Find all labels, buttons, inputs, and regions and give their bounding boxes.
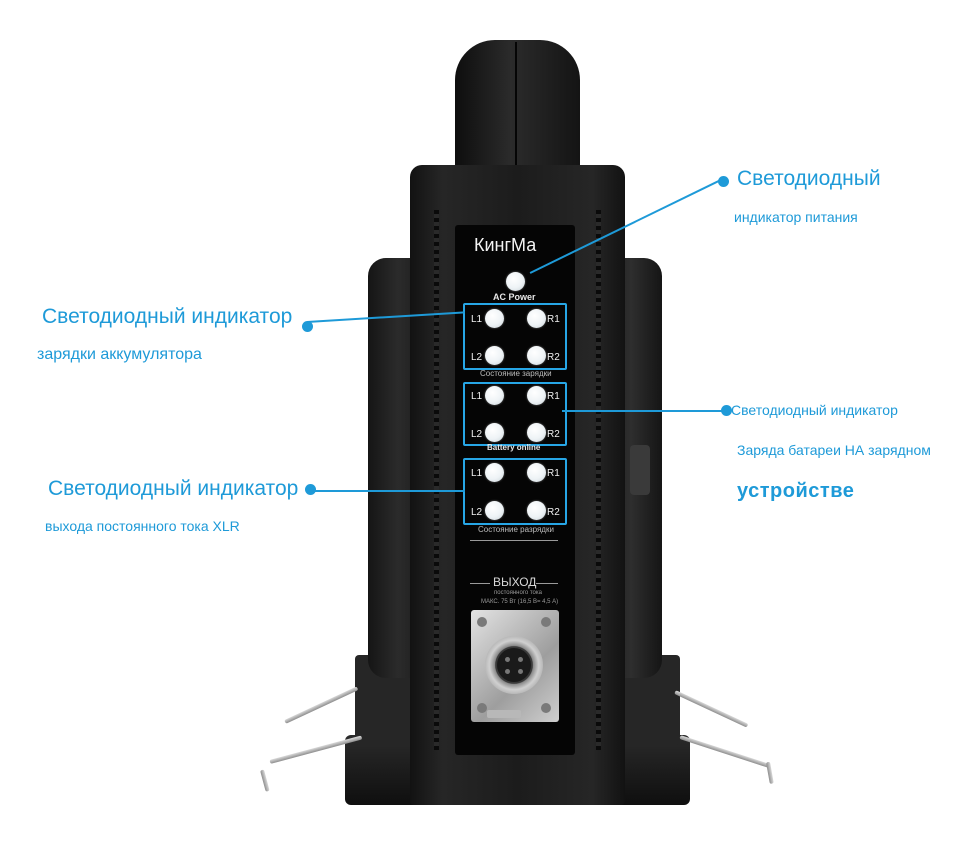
output-title: ВЫХОД bbox=[493, 575, 537, 589]
battery-led-label-r2: R2 bbox=[547, 429, 560, 440]
output-group-caption: Состояние разрядки bbox=[478, 525, 554, 534]
charge-led-r2 bbox=[527, 346, 546, 365]
battery-led-label-l1: L1 bbox=[471, 391, 483, 402]
wire-stand-left-foot bbox=[260, 769, 270, 792]
output-title-rule-left bbox=[470, 583, 490, 584]
charge-led-label-l2: L2 bbox=[471, 352, 483, 363]
battery-led-l2 bbox=[485, 423, 504, 442]
charge-led-label-r2: R2 bbox=[547, 352, 560, 363]
output-led-l1 bbox=[485, 463, 504, 482]
wire-stand-right-foot bbox=[766, 761, 774, 785]
xlr-pin-4 bbox=[518, 669, 523, 674]
callout-charge-led-dot bbox=[302, 321, 313, 332]
xlr-screw-top-left bbox=[477, 617, 487, 627]
callout-battery-led-line1: Светодиодный индикатор bbox=[731, 402, 898, 418]
output-spec: МАКС. 75 Вт (16,5 В= 4,5 А) bbox=[481, 599, 559, 605]
charge-led-label-r1: R1 bbox=[547, 314, 560, 325]
vent-right bbox=[596, 210, 601, 750]
callout-charge-led-line1: Светодиодный индикатор bbox=[42, 305, 293, 328]
output-caption-rule bbox=[470, 540, 558, 541]
callout-charge-led-line2: зарядки аккумулятора bbox=[37, 346, 202, 363]
xlr-screw-bottom-left bbox=[477, 703, 487, 713]
wire-stand-right-front bbox=[679, 735, 771, 769]
xlr-screw-top-right bbox=[541, 617, 551, 627]
output-led-label-r1: R1 bbox=[547, 468, 560, 479]
xlr-release-tab bbox=[487, 710, 521, 718]
xlr-screw-bottom-right bbox=[541, 703, 551, 713]
callout-power-led-dot bbox=[718, 176, 729, 187]
callout-power-led-line2: индикатор питания bbox=[734, 209, 858, 225]
charge-led-l1 bbox=[485, 309, 504, 328]
callout-battery-led-dot bbox=[721, 405, 732, 416]
callout-power-led-line1: Светодиодный bbox=[737, 167, 881, 190]
output-led-label-r2: R2 bbox=[547, 507, 560, 518]
output-led-l2 bbox=[485, 501, 504, 520]
brand-logo: КингМа bbox=[474, 235, 537, 255]
output-sub: постоянного тока bbox=[494, 590, 542, 596]
xlr-pin-2 bbox=[518, 657, 523, 662]
charge-led-label-l1: L1 bbox=[471, 314, 483, 325]
ac-power-label: AC Power bbox=[493, 292, 536, 302]
output-title-rule-right bbox=[536, 583, 558, 584]
battery-led-r2 bbox=[527, 423, 546, 442]
callout-output-led-dot bbox=[305, 484, 316, 495]
wire-stand-left-back bbox=[284, 686, 359, 724]
ac-power-led bbox=[506, 272, 525, 291]
output-led-r1 bbox=[527, 463, 546, 482]
vent-left bbox=[434, 210, 439, 750]
xlr-pin-3 bbox=[505, 669, 510, 674]
output-led-group bbox=[463, 458, 567, 525]
charge-led-l2 bbox=[485, 346, 504, 365]
charge-led-group bbox=[463, 303, 567, 370]
output-led-label-l1: L1 bbox=[471, 468, 483, 479]
battery-led-r1 bbox=[527, 386, 546, 405]
output-led-r2 bbox=[527, 501, 546, 520]
charge-led-r1 bbox=[527, 309, 546, 328]
output-led-label-l2: L2 bbox=[471, 507, 483, 518]
battery-led-group bbox=[463, 382, 567, 446]
callout-battery-led-line2: Заряда батареи НА зарядном bbox=[737, 442, 931, 458]
battery-latch bbox=[630, 445, 650, 495]
battery-group-caption: Battery online bbox=[487, 443, 541, 452]
charge-group-caption: Состояние зарядки bbox=[480, 369, 552, 378]
callout-output-led-line1: Светодиодный индикатор bbox=[48, 477, 299, 500]
charger-handle-split bbox=[515, 42, 517, 202]
wire-stand-right-back bbox=[674, 690, 749, 728]
callout-output-led-line2: выхода постоянного тока XLR bbox=[45, 518, 240, 534]
battery-led-label-r1: R1 bbox=[547, 391, 560, 402]
xlr-socket-face bbox=[497, 648, 531, 682]
battery-led-l1 bbox=[485, 386, 504, 405]
battery-led-label-l2: L2 bbox=[471, 429, 483, 440]
callout-battery-led-line3: устройстве bbox=[737, 480, 855, 502]
callout-battery-led-leader bbox=[562, 410, 724, 412]
callout-output-led-leader bbox=[310, 490, 465, 492]
xlr-pin-1 bbox=[505, 657, 510, 662]
